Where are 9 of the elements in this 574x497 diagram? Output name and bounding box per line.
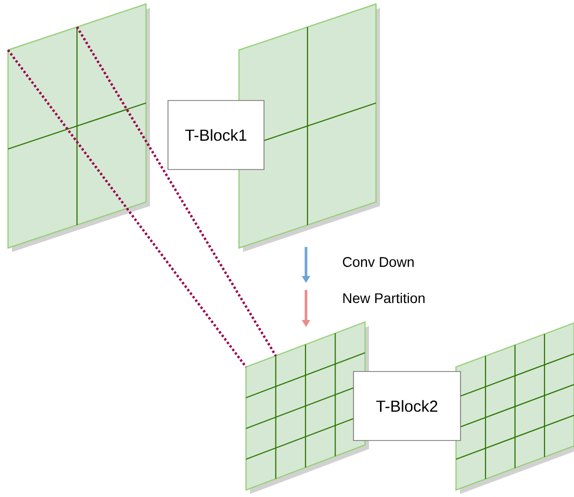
block-box: T-Block1 — [168, 100, 264, 170]
block-box: T-Block2 — [353, 371, 461, 441]
dotted-line — [76, 26, 277, 356]
grid-panel — [245, 321, 369, 494]
legend-label: New Partition — [343, 292, 425, 304]
dotted-line — [7, 49, 247, 368]
grid-panel — [455, 322, 574, 494]
legend-label: Conv Down — [342, 257, 414, 267]
grid-panel — [7, 3, 150, 252]
